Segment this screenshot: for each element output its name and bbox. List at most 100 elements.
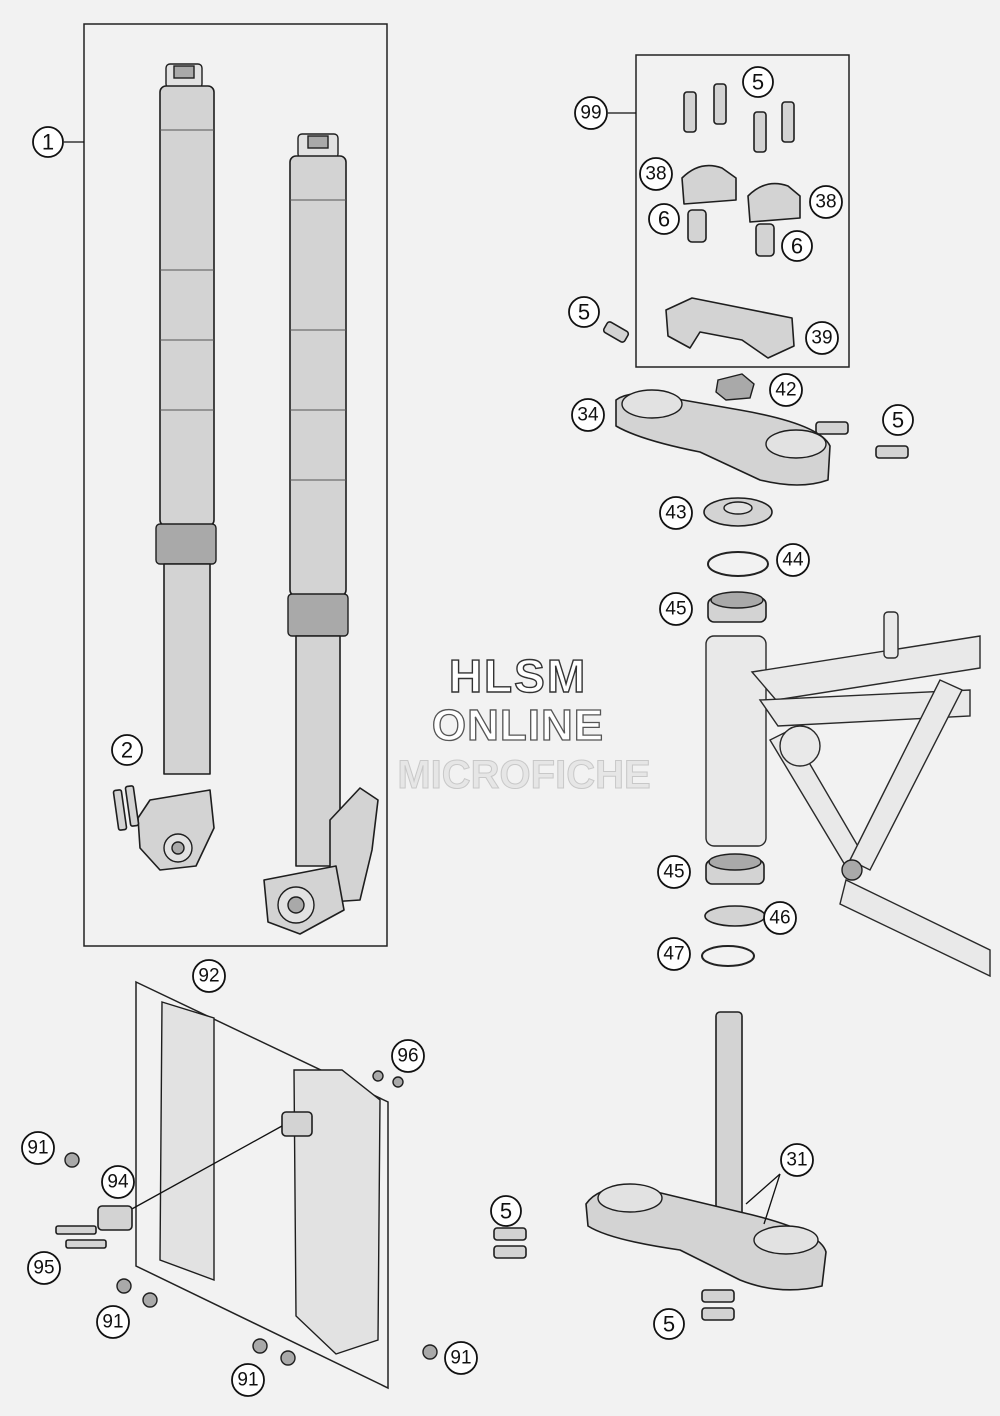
guard-panel-outline — [135, 980, 389, 1390]
callout-ring — [742, 66, 774, 98]
callout-ring — [805, 321, 839, 355]
callout-label: 5 — [663, 1312, 675, 1337]
callout-dust-cover[interactable]: 43 — [659, 496, 693, 530]
callout-ring — [639, 157, 673, 191]
fork-guards-art — [55, 1001, 438, 1366]
watermark-line-2: ONLINE — [432, 701, 604, 750]
callout-label: 99 — [580, 103, 601, 124]
callout-ring — [769, 373, 803, 407]
callout-clamp-base[interactable]: 39 — [805, 321, 839, 355]
callout-label: 38 — [645, 164, 666, 185]
callout-label: 1 — [42, 130, 54, 155]
callout-label: 38 — [815, 192, 836, 213]
callout-fork-assembly[interactable]: 1 — [32, 126, 64, 158]
callout-ring — [490, 1195, 522, 1227]
callout-holder[interactable]: 94 — [101, 1165, 135, 1199]
clamp-kit-box — [635, 54, 850, 368]
callout-label: 5 — [500, 1199, 512, 1224]
callout-label: 42 — [775, 380, 796, 401]
callout-guard-screw-a[interactable]: 91 — [21, 1131, 55, 1165]
callout-lower-bolts-left[interactable]: 5 — [490, 1195, 522, 1227]
callout-lower-clamp[interactable]: 31 — [780, 1143, 814, 1177]
callout-label: 2 — [121, 738, 133, 763]
callout-label: 44 — [782, 550, 804, 571]
callout-clamp-top-left[interactable]: 38 — [639, 157, 673, 191]
upper-triple-clamp-art — [615, 373, 909, 486]
callout-holder-screws[interactable]: 95 — [27, 1251, 61, 1285]
kit-screws-art — [687, 209, 775, 257]
callout-upper-clamp[interactable]: 34 — [571, 398, 605, 432]
callout-ring — [571, 398, 605, 432]
callout-ring — [444, 1341, 478, 1375]
callout-ring — [231, 1363, 265, 1397]
callout-ring — [659, 592, 693, 626]
callout-clamp-top-right[interactable]: 38 — [809, 185, 843, 219]
callout-ring — [653, 1308, 685, 1340]
callout-ring — [780, 1143, 814, 1177]
callout-stem-nut[interactable]: 42 — [769, 373, 803, 407]
kit-bolts-art — [683, 83, 795, 153]
callout-ring — [32, 126, 64, 158]
callout-o-ring-lower[interactable]: 47 — [657, 937, 691, 971]
steering-stack-art — [701, 497, 773, 967]
handlebar-clamps-art — [681, 164, 801, 223]
callout-label: 47 — [663, 944, 684, 965]
callout-label: 96 — [397, 1046, 418, 1067]
callout-ring — [657, 937, 691, 971]
callout-guard-screw-b[interactable]: 91 — [96, 1305, 130, 1339]
callout-ring — [659, 496, 693, 530]
left-fork-leg — [137, 63, 217, 871]
callout-label: 94 — [107, 1172, 129, 1193]
callout-label: 45 — [663, 862, 684, 883]
upper-screw-art — [602, 321, 630, 343]
callout-ring — [648, 203, 680, 235]
callout-ring — [568, 296, 600, 328]
callout-label: 46 — [769, 908, 790, 929]
callout-label: 43 — [665, 503, 686, 524]
callout-bearing-lower[interactable]: 45 — [657, 855, 691, 889]
callout-label: 45 — [665, 599, 686, 620]
callout-label: 6 — [658, 207, 670, 232]
callout-label: 5 — [892, 408, 904, 433]
fork-bolts-art — [112, 785, 140, 831]
callout-screw-right[interactable]: 6 — [781, 230, 813, 262]
callout-ring — [776, 543, 810, 577]
callout-label: 34 — [577, 405, 599, 426]
callout-ring — [882, 404, 914, 436]
callout-fork-bolts[interactable]: 2 — [111, 734, 143, 766]
callout-guard-nuts[interactable]: 96 — [391, 1039, 425, 1073]
callout-ring — [809, 185, 843, 219]
callout-label: 91 — [450, 1348, 471, 1369]
callout-ring — [192, 959, 226, 993]
callout-screw-left[interactable]: 6 — [648, 203, 680, 235]
watermark-line-3: MICROFICHE — [397, 753, 650, 797]
callout-ring — [111, 734, 143, 766]
callout-label: 31 — [786, 1150, 807, 1171]
callout-seal-ring[interactable]: 46 — [763, 901, 797, 935]
callout-lower-bolts-bottom[interactable]: 5 — [653, 1308, 685, 1340]
callout-bearing-upper[interactable]: 45 — [659, 592, 693, 626]
clamp-base-art — [665, 297, 795, 359]
callout-o-ring-upper[interactable]: 44 — [776, 543, 810, 577]
callout-label: 91 — [27, 1138, 48, 1159]
callout-kit-bolts[interactable]: 5 — [742, 66, 774, 98]
callout-guard-screw-c[interactable]: 91 — [231, 1363, 265, 1397]
callout-guard-set[interactable]: 92 — [192, 959, 226, 993]
callout-label: 95 — [33, 1258, 54, 1279]
callout-label: 39 — [811, 328, 832, 349]
callout-guard-screw-d[interactable]: 91 — [444, 1341, 478, 1375]
callout-label: 5 — [752, 70, 764, 95]
callout-upper-clamp-bolts[interactable]: 5 — [882, 404, 914, 436]
callout-kit-box[interactable]: 99 — [574, 96, 608, 130]
callout-ring — [101, 1165, 135, 1199]
callout-ring — [574, 96, 608, 130]
right-fork-leg — [263, 133, 379, 935]
callout-upper-screw[interactable]: 5 — [568, 296, 600, 328]
callout-ring — [21, 1131, 55, 1165]
fork-group-box — [83, 23, 388, 947]
callout-label: 91 — [237, 1370, 258, 1391]
frame-art — [705, 611, 991, 978]
callout-label: 91 — [102, 1312, 123, 1333]
